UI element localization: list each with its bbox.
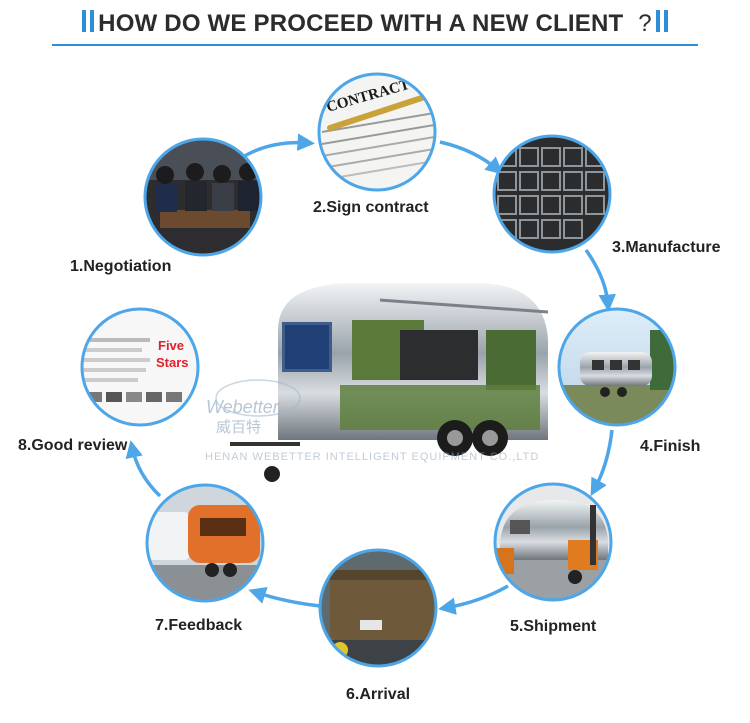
watermark-brand-cn: 威百特 — [216, 418, 261, 436]
arrow-5-6 — [438, 584, 509, 615]
watermark-company: HENAN WEBETTER INTELLIGENT EQUIPMENT CO.… — [205, 451, 539, 463]
step-label-feedback: 7.Feedback — [155, 617, 243, 634]
title-deco-left-2 — [90, 10, 94, 32]
step-8-photo: Five Stars — [80, 307, 200, 427]
step-4-photo — [557, 307, 677, 427]
page-title-text: HOW DO WE PROCEED WITH A NEW CLIENT — [98, 10, 624, 37]
arrow-7-8 — [125, 440, 162, 498]
watermark: Webetter 威百特 HENAN WEBETTER INTELLIGENT … — [205, 379, 539, 463]
title-question-mark: ? — [638, 10, 652, 37]
arrow-4-5 — [590, 429, 614, 497]
arrow-1-2 — [237, 133, 315, 162]
arrow-6-7 — [248, 587, 321, 608]
step-6-photo — [318, 548, 438, 668]
step-label-shipment: 5.Shipment — [510, 618, 597, 635]
title-underline — [52, 44, 698, 46]
arrow-2-3 — [439, 140, 504, 175]
step-label-negotiation: 1.Negotiation — [70, 258, 172, 275]
arrow-3-4 — [584, 248, 616, 312]
step-7-photo — [145, 483, 265, 603]
step-5-photo — [493, 482, 613, 602]
central-trailer-image — [230, 283, 549, 482]
page-title: HOW DO WE PROCEED WITH A NEW CLIENT ? — [0, 10, 750, 38]
watermark-brand: Webetter — [206, 397, 280, 417]
review-stars-text: Stars — [156, 355, 189, 370]
step-3-photo — [492, 134, 612, 254]
step-label-sign-contract: 2.Sign contract — [313, 199, 429, 216]
title-deco-right — [656, 10, 660, 32]
step-label-arrival: 6.Arrival — [346, 686, 411, 703]
step-label-manufacture: 3.Manufacture — [612, 239, 721, 256]
title-deco-right-2 — [664, 10, 668, 32]
review-five-text: Five — [158, 338, 184, 353]
page-header: HOW DO WE PROCEED WITH A NEW CLIENT ? — [0, 0, 750, 50]
title-deco-left — [82, 10, 86, 32]
step-label-good-review: 8.Good review — [18, 437, 128, 454]
step-2-photo: CONTRACT — [317, 72, 437, 192]
step-label-finish: 4.Finish — [640, 438, 701, 455]
